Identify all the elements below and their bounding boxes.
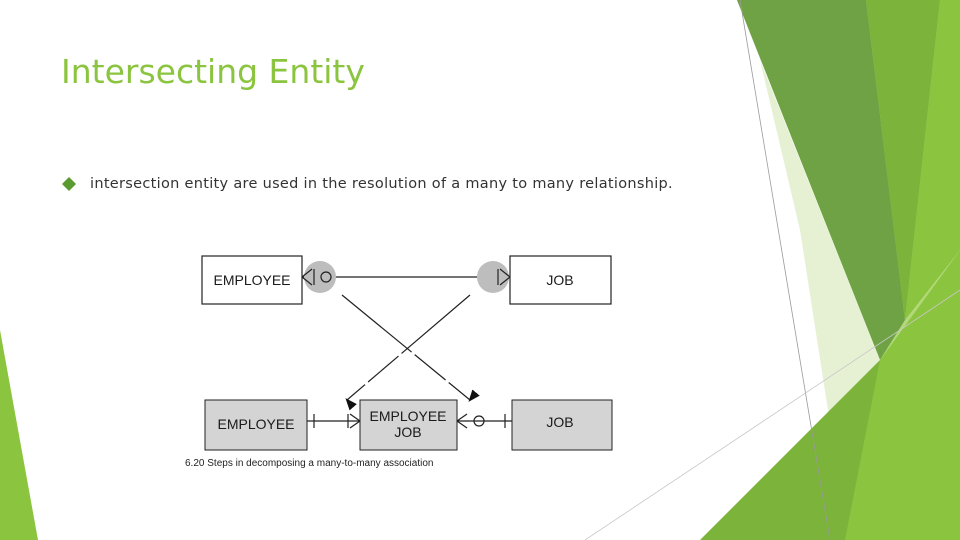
right-highlight-circle xyxy=(477,261,509,293)
top-employee-label: EMPLOYEE xyxy=(213,272,290,288)
slide-title: Intersecting Entity xyxy=(61,52,365,91)
figure-caption: 6.20 Steps in decomposing a many-to-many… xyxy=(185,458,433,468)
bottom-employee-label: EMPLOYEE xyxy=(217,416,294,432)
diamond-bullet-icon xyxy=(62,177,76,191)
bottom-middle-label-line2: JOB xyxy=(394,424,421,440)
bottom-middle-label-line1: EMPLOYEE xyxy=(369,408,446,424)
left-edge-accent xyxy=(0,330,38,540)
bullet-text: intersection entity are used in the reso… xyxy=(90,176,673,192)
top-job-label: JOB xyxy=(546,272,573,288)
bottom-job-label: JOB xyxy=(546,414,573,430)
bullet-item: intersection entity are used in the reso… xyxy=(62,176,673,192)
er-diagram: EMPLOYEE JOB EMPLOYEE EMPLOYEE JOB JOB xyxy=(180,250,620,468)
